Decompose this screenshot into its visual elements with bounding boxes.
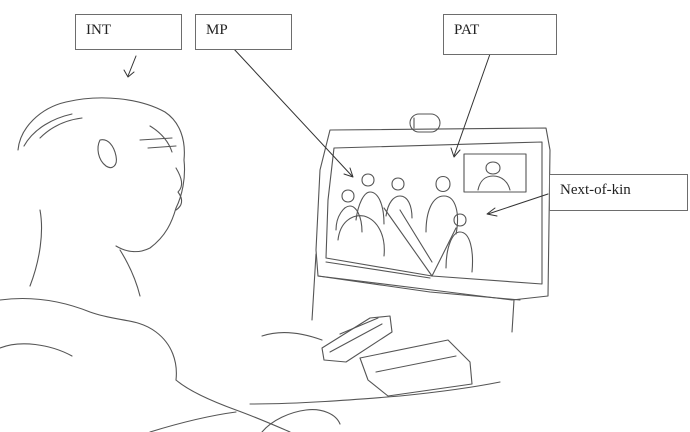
arrow-mp-head (343, 167, 354, 178)
participant-right-1 (425, 175, 459, 235)
arrow-pat-head (450, 147, 461, 158)
arrow-int (127, 55, 137, 77)
label-next-of-kin: Next-of-kin (549, 174, 688, 211)
interpreter-hand (261, 409, 341, 432)
participant-center (385, 177, 413, 219)
interpreter-glasses (139, 137, 177, 149)
interpreter-hairline (23, 113, 173, 153)
arrow-next-of-kin (487, 193, 549, 215)
camera-device (409, 113, 441, 133)
interpreter-figure (0, 97, 341, 432)
camera-body (409, 113, 441, 133)
pip-window (463, 153, 527, 193)
control-unit (321, 315, 393, 363)
interpreter-ear (97, 139, 117, 169)
meeting-table (383, 207, 457, 277)
desk-edge (249, 381, 501, 405)
participant-left-2 (355, 173, 385, 225)
label-pat: PAT (443, 14, 557, 55)
video-monitor (311, 127, 551, 333)
label-mp: MP (195, 14, 292, 50)
keyboard-tray (359, 339, 473, 397)
pip-frame (463, 153, 527, 193)
participant-left-1 (335, 189, 363, 233)
desk-equipment (249, 315, 501, 405)
interpreter-head-outline (17, 97, 186, 253)
participant-foreground (337, 215, 385, 257)
monitor-bottom-bezel (317, 261, 521, 301)
pip-person (477, 161, 511, 191)
interpreter-neck (29, 209, 141, 297)
label-int: INT (75, 14, 182, 50)
interpreter-face-profile (175, 167, 183, 211)
label-arrows (123, 47, 549, 217)
arrow-pat (453, 53, 491, 157)
monitor-stand (311, 253, 515, 333)
arrow-next-of-kin-head (486, 207, 498, 217)
monitor-outer-frame (315, 127, 551, 301)
meeting-participants (335, 173, 474, 277)
participant-right-2 (445, 213, 474, 273)
desk-cable (261, 331, 323, 341)
arrow-int-head (123, 69, 135, 78)
control-unit-top (329, 317, 383, 353)
interpreter-shoulders (0, 298, 177, 381)
interpreter-arm (149, 379, 291, 432)
arrow-mp (232, 47, 353, 177)
